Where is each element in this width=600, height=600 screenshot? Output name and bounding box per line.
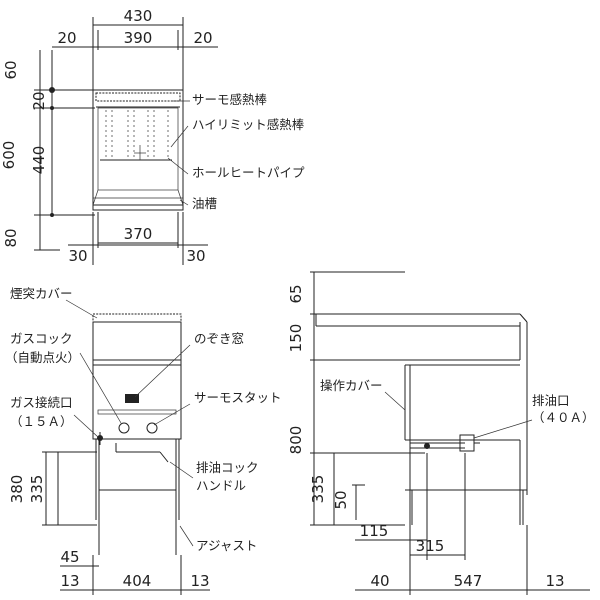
callout-heat-pipe: ホールヒートパイプ bbox=[192, 165, 305, 180]
callout-adjuster: アジャスト bbox=[196, 538, 257, 553]
callout-drain-outlet-size: （４０Ａ） bbox=[532, 410, 595, 425]
dim-front-45: 45 bbox=[60, 548, 79, 566]
side-view: 65 150 800 335 50 操作カバー bbox=[287, 271, 595, 595]
dim-side-65: 65 bbox=[287, 284, 305, 303]
dim-bottom-30-left: 30 bbox=[68, 247, 87, 265]
callout-thermo-sensor: サーモ感熱棒 bbox=[192, 92, 268, 107]
dim-side-335: 335 bbox=[309, 475, 327, 504]
dim-front-13-left: 13 bbox=[60, 572, 79, 590]
dim-front-404: 404 bbox=[123, 572, 152, 590]
callout-gas-inlet-size: （１５Ａ） bbox=[10, 414, 73, 429]
dim-top-20: 20 bbox=[30, 91, 48, 110]
callout-drain-cock: 排油コック bbox=[196, 460, 259, 475]
dim-depth-600: 600 bbox=[0, 141, 18, 170]
callout-high-limit-sensor: ハイリミット感熱棒 bbox=[192, 117, 305, 132]
front-view: 煙突カバー ガスコック （自動点火） のぞき窓 ガス接続口 （１５Ａ） bbox=[5, 286, 282, 595]
callout-auto-ignition: （自動点火） bbox=[5, 350, 80, 365]
callout-gas-inlet: ガス接続口 bbox=[10, 395, 73, 410]
dim-side-115: 115 bbox=[360, 522, 389, 540]
dim-inner-width: 390 bbox=[124, 29, 153, 47]
dim-side-315: 315 bbox=[416, 537, 445, 555]
dim-side-800: 800 bbox=[287, 426, 305, 455]
dim-side-40: 40 bbox=[370, 572, 389, 590]
dim-margin-right: 20 bbox=[193, 29, 212, 47]
callout-drain-outlet: 排油口 bbox=[532, 393, 570, 408]
callout-handle: ハンドル bbox=[196, 478, 246, 493]
callout-flue-cover: 煙突カバー bbox=[10, 286, 73, 301]
dim-depth-80: 80 bbox=[2, 228, 20, 247]
dim-depth-440: 440 bbox=[30, 146, 48, 175]
dim-width-total: 430 bbox=[124, 7, 153, 25]
dim-side-547: 547 bbox=[454, 572, 483, 590]
dim-margin-left: 20 bbox=[57, 29, 76, 47]
dim-side-13: 13 bbox=[545, 572, 564, 590]
dim-front-380: 380 bbox=[8, 475, 26, 504]
callout-sight-window: のぞき窓 bbox=[194, 331, 244, 346]
dim-bottom-30-right: 30 bbox=[186, 247, 205, 265]
dim-side-50: 50 bbox=[332, 490, 350, 509]
dim-bottom-370: 370 bbox=[124, 225, 153, 243]
dim-side-150: 150 bbox=[287, 324, 305, 353]
dim-front-13-right: 13 bbox=[190, 572, 209, 590]
callout-oil-tank: 油槽 bbox=[192, 196, 217, 211]
dim-front-335: 335 bbox=[28, 475, 46, 504]
dim-top-60: 60 bbox=[2, 60, 20, 79]
callout-operation-cover: 操作カバー bbox=[320, 378, 383, 393]
callout-gas-cock: ガスコック bbox=[10, 331, 73, 346]
callout-thermostat: サーモスタット bbox=[194, 390, 282, 405]
top-view: 430 20 390 20 60 20 600 440 80 bbox=[0, 7, 305, 265]
